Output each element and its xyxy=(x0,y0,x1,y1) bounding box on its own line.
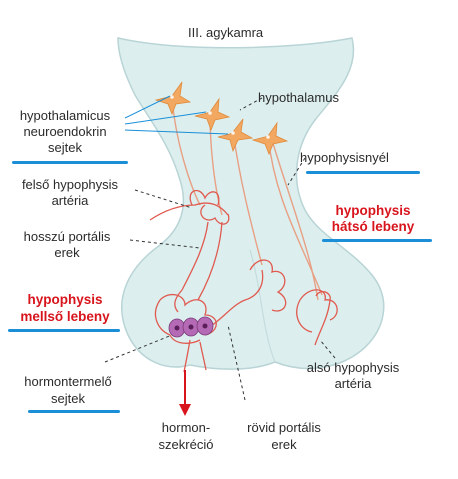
label-long-portal-2: erek xyxy=(54,245,80,260)
label-hormone-cells-1: hormontermelő xyxy=(24,374,112,389)
label-secretion-2: szekréció xyxy=(158,437,214,452)
anterior-capillaries xyxy=(174,289,183,313)
superior-artery xyxy=(149,202,229,221)
inferior-artery xyxy=(314,290,331,346)
label-inferior-artery-1: alsó hypophysis xyxy=(306,360,400,375)
label-posterior-lobe-1: hypophysis xyxy=(335,203,411,218)
hormone-cells xyxy=(168,316,214,338)
anterior-capillaries xyxy=(159,293,217,336)
label-short-portal-2: erek xyxy=(271,437,297,452)
label-hypothalamus: hypothalamus xyxy=(258,90,339,105)
label-neuroendocrine-2: neuroendokrin xyxy=(23,124,107,139)
neuron-cell xyxy=(194,97,231,132)
label-neuroendocrine-3: sejtek xyxy=(48,140,82,155)
long-portal-vessel xyxy=(181,221,209,291)
label-neuroendocrine-1: hypothalamicus xyxy=(19,108,111,123)
underline-posterior-lobe xyxy=(322,239,432,242)
label-superior-artery-2: artéria xyxy=(51,193,89,208)
short-portal-vessel xyxy=(204,269,264,331)
label-stalk: hypophysisnyél xyxy=(300,150,389,165)
underline-anterior-lobe xyxy=(8,329,120,332)
label-posterior-lobe-2: hátsó lebeny xyxy=(331,219,415,234)
underline-neuroendocrine xyxy=(12,161,128,164)
label-long-portal-1: hosszú portális xyxy=(23,229,111,244)
secretion-arrow xyxy=(179,370,191,416)
neuron-cell xyxy=(251,121,289,156)
anterior-capillaries xyxy=(154,299,201,344)
label-hormone-cells-2: sejtek xyxy=(51,391,85,406)
capillary-loop xyxy=(200,204,230,225)
inferior-artery-branch xyxy=(296,299,313,333)
label-inferior-artery-2: artéria xyxy=(334,376,372,391)
posterior-capillaries xyxy=(249,259,287,312)
neuro-leaders xyxy=(124,95,229,135)
label-anterior-lobe-2: mellső lebeny xyxy=(20,309,110,324)
label-short-portal-1: rövid portális xyxy=(247,420,321,435)
underline-hormone-cells xyxy=(28,410,120,413)
capillary-loop xyxy=(189,189,220,206)
efferent-vein xyxy=(199,341,207,371)
label-superior-artery-1: felső hypophysis xyxy=(21,177,119,192)
axon xyxy=(267,135,323,296)
axon xyxy=(271,139,319,301)
label-third-ventricle: III. agykamra xyxy=(188,25,264,40)
underline-stalk xyxy=(306,171,420,174)
label-anterior-lobe-1: hypophysis xyxy=(27,292,103,307)
dashed-leaders xyxy=(104,97,336,401)
efferent-vein xyxy=(183,339,191,373)
blood-vessels xyxy=(149,189,338,373)
posterior-capillaries xyxy=(299,289,338,321)
axon xyxy=(232,131,263,266)
lobe-boundary xyxy=(249,249,276,363)
long-portal-vessel xyxy=(197,221,223,301)
label-secretion-1: hormon- xyxy=(161,420,211,435)
neuron-cell xyxy=(217,118,254,153)
